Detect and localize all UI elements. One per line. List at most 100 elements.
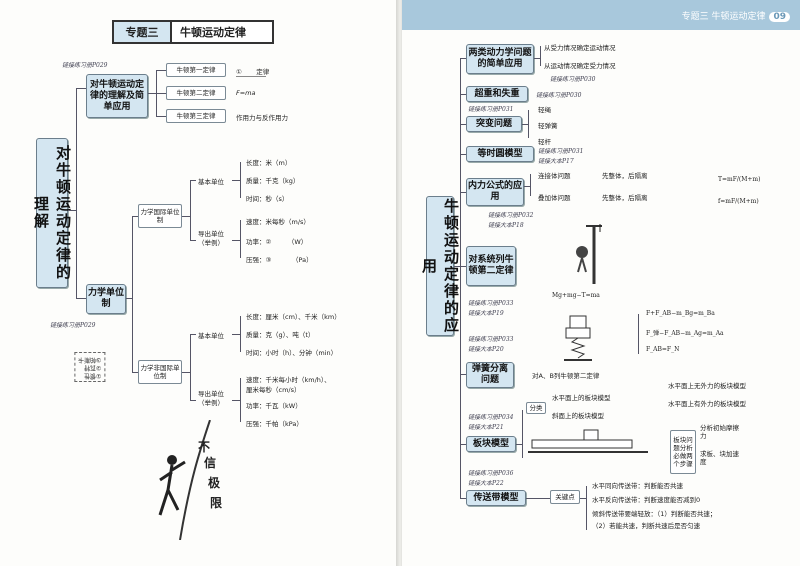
item-third-law: 牛顿第三定律	[166, 109, 226, 123]
leaf-rod: 轻杆	[538, 138, 551, 146]
nonintl-basic-mass: 质量：克（g）、吨（t）	[246, 331, 315, 339]
connector	[460, 154, 466, 155]
class-incline: 斜面上的板块模型	[552, 412, 604, 420]
leaf-motion-to-force: 从运动情况确定受力情况	[544, 62, 616, 70]
classify-box: 分类	[526, 402, 546, 414]
equation-a: F_弹−F_AB−m_Ag=m_Aa	[646, 330, 724, 337]
step-friction: 分析初始摩擦力	[700, 424, 739, 440]
connector	[534, 58, 540, 59]
connector	[190, 334, 196, 335]
intl-derived-label: 导出单位（举例）	[198, 230, 224, 247]
link-workbook: 链接练习册P029	[50, 322, 96, 329]
left-page: 专题三 牛顿运动定律 对牛顿运动定律的理解 链接练习册P029 对牛顿运动定律的…	[0, 0, 398, 566]
connector	[76, 88, 86, 89]
link-workbook: 链接练习册P030	[550, 76, 596, 83]
equation-b: F+F_AB−m_Bg=m_Ba	[646, 310, 715, 317]
spring-blocks-diagram-icon	[564, 315, 592, 361]
blank-underline	[236, 76, 266, 77]
node-overweight: 超重和失重	[466, 86, 528, 102]
connector	[232, 400, 240, 401]
header-title: 专题三 牛顿运动定律	[681, 12, 766, 22]
intl-basic-time: 时间：秒（s）	[246, 195, 289, 203]
connector	[460, 94, 466, 95]
point-incline-1: 倾斜传送带要端轻放：（1）判断能否共速；	[592, 510, 717, 518]
connector	[148, 93, 156, 94]
connector	[540, 46, 541, 66]
answer-1: ①惯性	[84, 372, 102, 379]
node-board-block: 板块模型	[466, 436, 516, 452]
nonintl-derived-speed-2: 厘米每秒（cm/s）	[246, 386, 301, 394]
node-sudden-change: 突变问题	[466, 116, 522, 132]
nonintl-derived-speed: 速度：千米每小时（km/h）、	[246, 376, 331, 384]
node-spring-separation: 弹簧分离问题	[466, 362, 514, 388]
connector	[190, 400, 196, 401]
connector	[516, 444, 522, 445]
unit-pa: （Pa）	[292, 256, 313, 264]
equation-ab: F_AB=F_N	[646, 346, 680, 353]
topic-tag: 专题三	[114, 22, 172, 42]
book-spine	[396, 0, 404, 566]
connector	[76, 88, 77, 298]
link-textbook: 链接大本P17	[538, 158, 574, 165]
link-workbook: 链接练习册P030	[536, 92, 582, 99]
point-same-direction: 水平同向传送带：判断能否共速	[592, 482, 683, 490]
connector	[460, 58, 461, 498]
link-textbook: 链接大本P21	[468, 424, 504, 431]
connector	[638, 314, 639, 354]
connector	[524, 186, 530, 187]
nonintl-unit-system: 力学非国际单位制	[138, 360, 182, 384]
connector	[190, 334, 191, 400]
connector	[232, 334, 240, 335]
intl-basic-label: 基本单位	[198, 178, 224, 186]
deco-char-3: 极	[208, 476, 221, 490]
connector	[580, 498, 586, 499]
connector	[526, 498, 550, 499]
connector	[132, 216, 133, 372]
connector	[156, 93, 166, 94]
link-textbook: 链接大本P20	[468, 346, 504, 353]
class-horizontal: 水平面上的板块模型	[552, 394, 611, 402]
connector	[454, 266, 460, 267]
connector	[76, 298, 86, 299]
intl-derived-power: 功率：② （W）	[246, 236, 307, 246]
root-node-application: 牛顿运动定律的应用	[420, 196, 460, 336]
link-workbook: 链接练习册P036	[468, 470, 514, 477]
connector	[240, 316, 241, 352]
formula-tension: T=mF/(M+m)	[718, 176, 761, 183]
connector	[460, 444, 466, 445]
node-two-types: 两类动力学问题的简单应用	[466, 44, 534, 74]
topic-title-box: 专题三 牛顿运动定律	[112, 20, 274, 44]
nonintl-derived-power: 功率：千瓦（kW）	[246, 402, 302, 410]
method-box: 板块问题分析必做两个步骤	[670, 430, 696, 474]
connector	[182, 372, 190, 373]
link-workbook: 链接练习册P031	[538, 148, 584, 155]
intl-basic-length: 长度：米（m）	[246, 159, 292, 167]
connector	[240, 162, 241, 198]
leaf-whole-then-isolate-2: 先整体，后隔离	[602, 194, 648, 202]
connector	[68, 210, 76, 211]
pulley-diagram-icon	[576, 224, 602, 284]
connector	[190, 180, 191, 240]
node-conveyor: 传送带模型	[466, 490, 526, 506]
leaf-whole-then-isolate: 先整体，后隔离	[602, 172, 648, 180]
link-workbook: 链接练习册P031	[468, 106, 514, 113]
leaf-force-to-motion: 从受力情况确定运动情况	[544, 44, 616, 52]
intl-derived-speed: 速度：米每秒（m/s）	[246, 218, 310, 226]
first-law-blank: ① 定律	[236, 66, 269, 76]
leaf-stacked-body: 叠加体问题	[538, 194, 571, 202]
branch-newton-laws: 对牛顿运动定律的理解及简单应用	[86, 74, 148, 118]
node-internal-force: 内力公式的应用	[466, 178, 524, 206]
connector	[132, 372, 138, 373]
connector	[132, 216, 138, 217]
node-system-newton: 对系统列牛顿第二定律	[466, 246, 516, 286]
link-workbook: 链接练习册P032	[488, 212, 534, 219]
connector	[126, 298, 132, 299]
point-incline-2: （2）若能共速，判断共速后是否匀速	[592, 522, 701, 530]
connector	[460, 498, 466, 499]
key-points-box: 关键点	[550, 490, 580, 504]
connector	[460, 192, 466, 193]
connector	[530, 174, 531, 196]
